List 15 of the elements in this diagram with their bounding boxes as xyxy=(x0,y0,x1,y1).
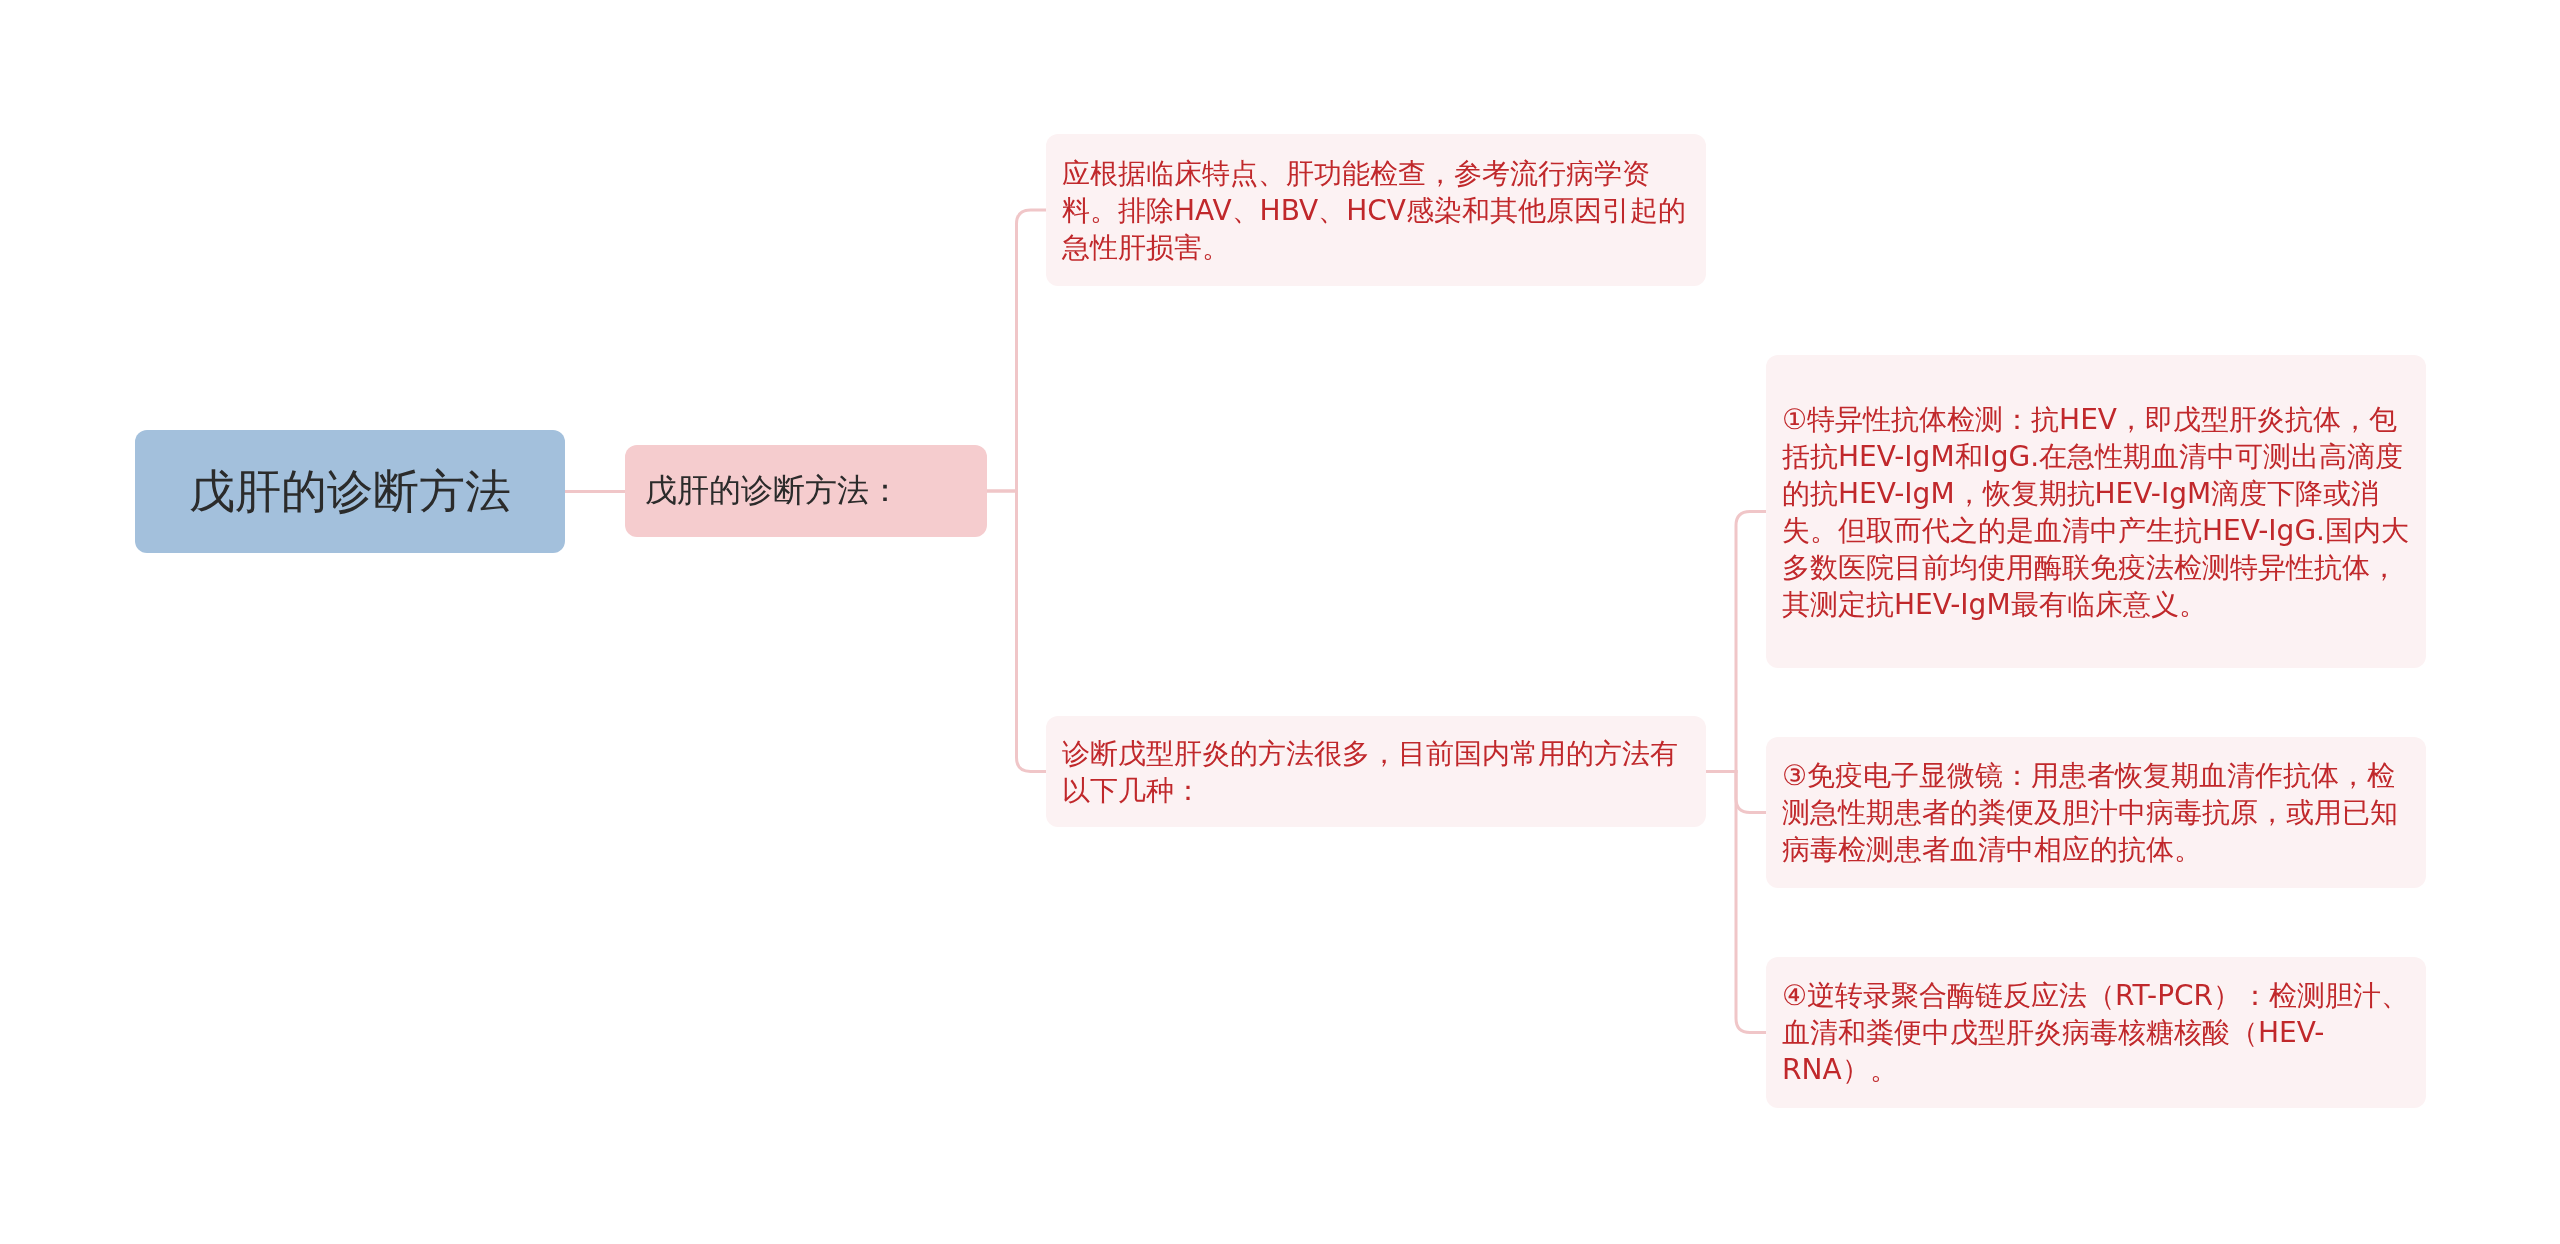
node-text: ③免疫电子显微镜：用患者恢复期血清作抗体，检测急性期患者的粪便及胆汁中病毒抗原，或用已知病毒检测患者血清中相应的抗体。 xyxy=(1782,758,2399,868)
text-card xyxy=(1046,134,1706,286)
node-text: ①特异性抗体检测：抗HEV，即戊型肝炎抗体，包括抗HEV-IgM和IgG.在急性期血清中可测出高滴度的抗HEV-IgM，恢复期抗HEV-IgM滴度下降或消失。但取而代之的是血清中产生抗HEV-IgG.国内大多数医院目前均使用酶联免疫法检测特异性抗体，其测定抗HEV-IgM最有临床意义。 xyxy=(1782,401,2410,623)
connector-line xyxy=(565,490,625,493)
text-card xyxy=(1766,737,2426,888)
node-text: 应根据临床特点、肝功能检查，参考流行病学资料。排除HAV、HBV、HCV感染和其他原因引起的急性肝损害。 xyxy=(1062,155,1687,266)
text-card xyxy=(1046,716,1706,827)
text-card xyxy=(1766,957,2426,1108)
node-text: ④逆转录聚合酶链反应法（RT-PCR）：检测胆汁、血清和粪便中戊型肝炎病毒核糖核酸（HEV-RNA）。 xyxy=(1782,978,2410,1088)
topic-box xyxy=(625,445,987,537)
text-card xyxy=(1766,355,2426,668)
node-text: 戊肝的诊断方法 xyxy=(189,462,511,520)
node-text: 戊肝的诊断方法： xyxy=(645,470,901,511)
root-topic-box xyxy=(135,430,565,553)
node-text: 诊断戊型肝炎的方法很多，目前国内常用的方法有以下几种： xyxy=(1062,735,1679,809)
